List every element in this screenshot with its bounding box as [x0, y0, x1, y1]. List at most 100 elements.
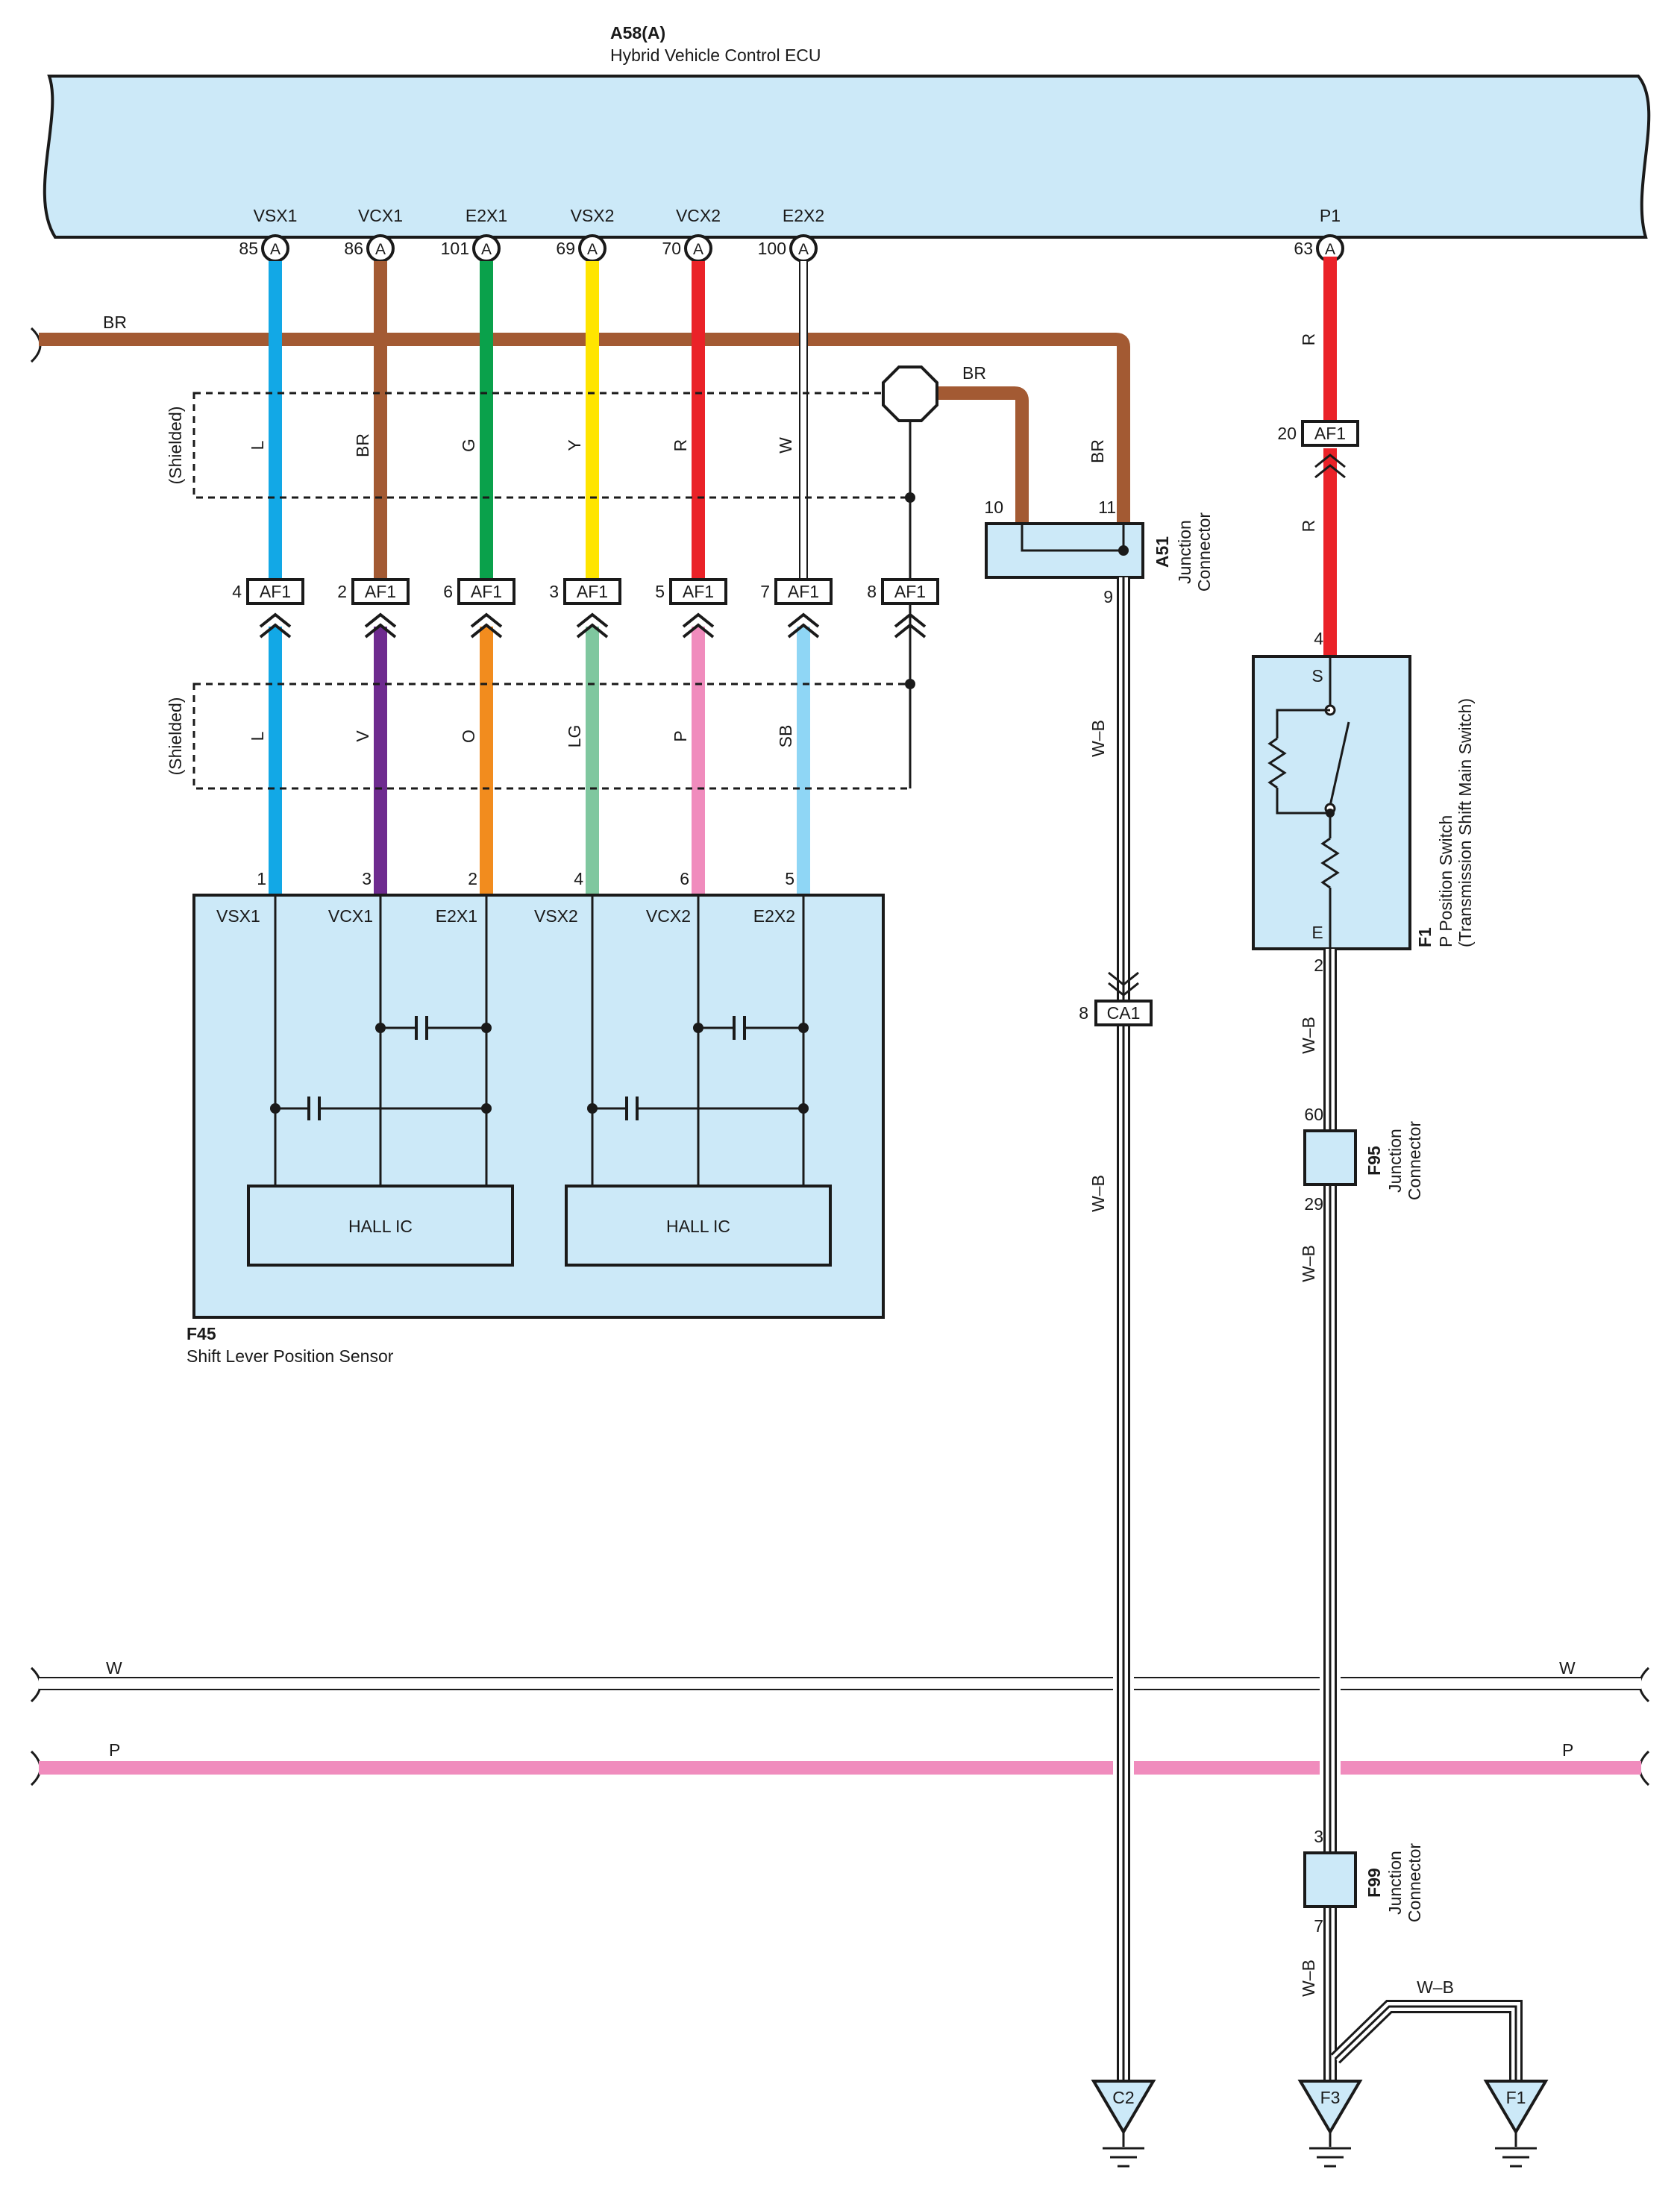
- ecu-pin-number: 86: [344, 239, 363, 258]
- ground-icon: [1483, 2080, 1549, 2135]
- a51-pin-left: 10: [984, 498, 1003, 517]
- af1-code: AF1: [471, 582, 502, 601]
- bus-crossings: [1113, 1663, 1341, 1790]
- ground-label: F3: [1320, 2088, 1341, 2107]
- af1-connector: [669, 578, 727, 605]
- ecu-pin-number: 70: [662, 239, 681, 258]
- hall-ic-1: [247, 1185, 514, 1267]
- f99-pin-top: 3: [1314, 1827, 1323, 1846]
- af1-pin: 3: [549, 582, 559, 601]
- sensor-pin-number: 4: [574, 869, 583, 888]
- p1-af1-connector: [1301, 420, 1359, 447]
- ca1-chevron: [1108, 982, 1139, 997]
- ecu-name: Hybrid Vehicle Control ECU: [610, 46, 821, 65]
- ca1-chevron: [1108, 971, 1139, 986]
- a51-code: A51: [1153, 536, 1172, 568]
- ground-icon: [1091, 2080, 1156, 2135]
- ecu-code: A58(A): [610, 23, 665, 43]
- af1-chevron-icon: [576, 612, 609, 628]
- sensor-pin-name: E2X2: [753, 906, 795, 926]
- sensor-pin-name: VSX2: [534, 906, 578, 926]
- wire-color-label: V: [353, 730, 372, 742]
- branch-color: W–B: [1417, 1977, 1454, 1997]
- ecu-connector-letter: A: [1325, 241, 1335, 258]
- wire-color-label: G: [459, 439, 478, 452]
- ca1-code: CA1: [1107, 1003, 1141, 1023]
- ecu-pin-number: 100: [758, 239, 786, 258]
- f99-name-line2: Connector: [1405, 1843, 1424, 1922]
- wire-color-label: P: [671, 730, 690, 741]
- ecu-box: [43, 75, 1651, 239]
- sensor-pin-number: 3: [362, 869, 372, 888]
- sensor-pin-number: 1: [257, 869, 266, 888]
- junction-dots: [270, 1023, 809, 1114]
- sensor-pin-name: E2X1: [436, 906, 477, 926]
- f95-pin-top: 60: [1304, 1105, 1323, 1124]
- f95-junction: W–B 60 29 F95 Junction Connector W–B: [1299, 1017, 1424, 1282]
- af1-connector: [563, 578, 621, 605]
- f99-pin-bottom: 7: [1314, 1916, 1323, 1936]
- sensor-pin-number: 6: [680, 869, 689, 888]
- wire-color-label: Y: [565, 439, 584, 451]
- capacitor-icon: [307, 1016, 746, 1120]
- af1-chevron-icon: [470, 612, 503, 628]
- p1-line: R AF1 20 R: [1277, 257, 1359, 656]
- af1-chevron-icon: [787, 623, 820, 639]
- wire-color-label: O: [459, 730, 478, 743]
- a51-name-line1: Junction: [1175, 520, 1194, 584]
- af1-chevron-icon: [682, 612, 715, 628]
- ecu-connector-letter: A: [375, 241, 386, 258]
- af1-chevron-icon: [470, 623, 503, 639]
- sensor-code: F45: [187, 1324, 216, 1343]
- wb-wire-c2: W–B CA1 8 W–B: [1079, 577, 1153, 2081]
- af1-pin: 6: [443, 582, 453, 601]
- br-bus-label: BR: [103, 313, 127, 332]
- wire-color-label: L: [248, 440, 267, 450]
- ecu-pin-number: 101: [441, 239, 469, 258]
- sensor-name: Shift Lever Position Sensor: [187, 1346, 394, 1366]
- f99-box: [1303, 1851, 1357, 1908]
- bus-w-label-right: W: [1559, 1658, 1576, 1678]
- ecu-pin-number: 69: [556, 239, 575, 258]
- wire-color-label: LG: [565, 725, 584, 748]
- af1-code: AF1: [260, 582, 291, 601]
- af1-connector: [351, 578, 410, 605]
- sensor-internal-circuit: [274, 895, 805, 1186]
- shield-ground-wire: [937, 386, 1029, 531]
- bus-p-label-right: P: [1562, 1740, 1573, 1760]
- f99-name-line1: Junction: [1385, 1851, 1405, 1915]
- f95-color-above: W–B: [1299, 1017, 1318, 1054]
- p1-lower-color: R: [1299, 520, 1318, 533]
- af1-chevron-icon: [259, 623, 292, 639]
- a51-pin-right: 11: [1098, 498, 1116, 517]
- ecu-pin-name: VCX2: [676, 206, 721, 225]
- sensor-pin-name: VCX2: [646, 906, 691, 926]
- f95-pin-bottom: 29: [1304, 1194, 1323, 1214]
- sensor-pin-name: VCX1: [328, 906, 373, 926]
- a51-junction: BR 10 11 9 A51 Junction Connector: [984, 439, 1214, 606]
- af1-chevron-icon: [894, 623, 927, 639]
- f1-code: F1: [1415, 927, 1435, 947]
- af1-code: AF1: [683, 582, 714, 601]
- bus-p-label-left: P: [109, 1740, 120, 1760]
- ground-label: C2: [1112, 2088, 1134, 2107]
- ecu-pin-name: E2X1: [466, 206, 507, 225]
- af1-code: AF1: [365, 582, 396, 601]
- sensor-pin-number: 5: [785, 869, 794, 888]
- f1-name-line1: P Position Switch: [1436, 815, 1455, 947]
- ecu-connector-letter: A: [481, 241, 492, 258]
- af1-chevron-icon: [787, 612, 820, 628]
- shield-lower-label: (Shielded): [166, 697, 185, 776]
- ecu-pin-name: VSX1: [254, 206, 298, 225]
- switch-icon: [1267, 656, 1350, 949]
- ecu-connector-letter: A: [270, 241, 280, 258]
- hall-ic-2: [565, 1185, 832, 1267]
- bus-w: W W: [30, 1658, 1650, 1703]
- f95-name-line2: Connector: [1405, 1121, 1424, 1200]
- f95-color-below: W–B: [1299, 1245, 1318, 1282]
- af1-pin: 4: [232, 582, 242, 601]
- shield-ground: BR: [882, 363, 1029, 788]
